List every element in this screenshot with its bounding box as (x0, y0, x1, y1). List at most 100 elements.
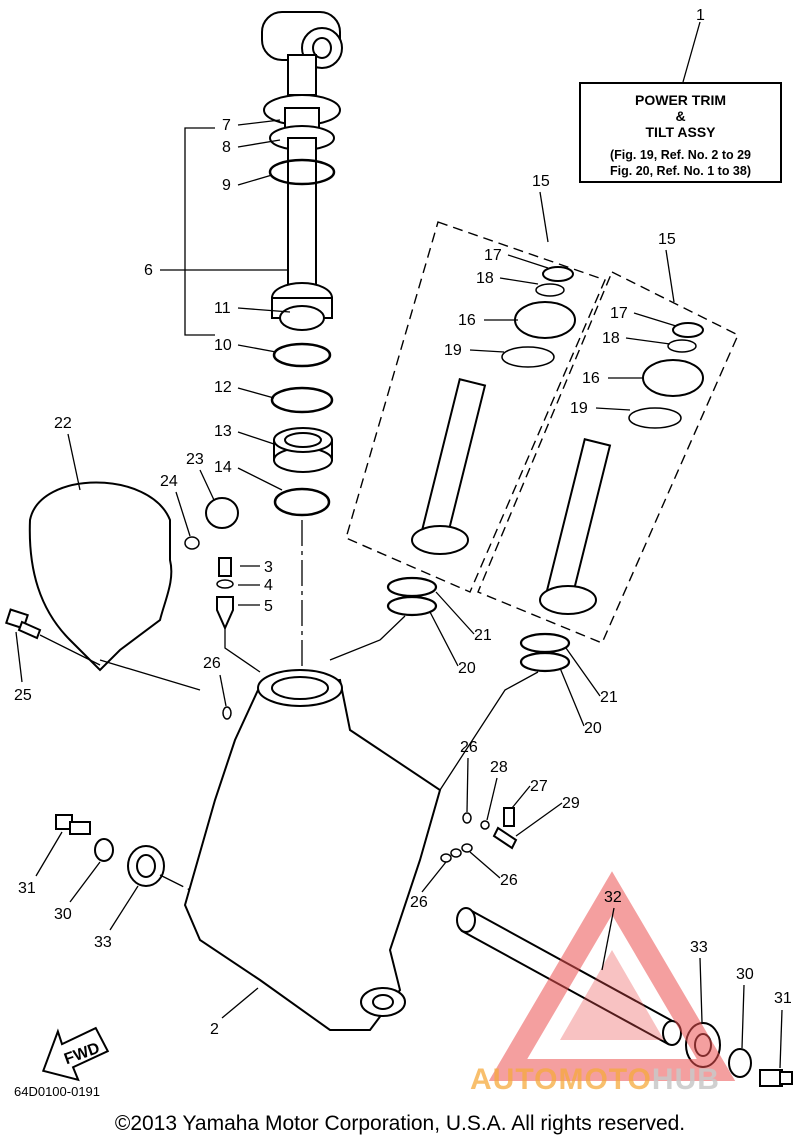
subassembly-outline-right (477, 271, 739, 644)
ball-28 (480, 820, 490, 830)
callout-2: 2 (210, 1021, 219, 1038)
callout-12: 12 (214, 379, 232, 396)
valve-5 (216, 596, 234, 631)
bolt-31-left (55, 814, 91, 835)
callout-19-right: 19 (570, 400, 588, 417)
o-ring-26b (462, 812, 472, 824)
callout-26-mid: 26 (460, 739, 478, 756)
bolt-25 (5, 608, 42, 640)
subassembly-outline-left (345, 221, 606, 593)
washer-30-right (728, 1048, 752, 1078)
leader-bolt (39, 634, 101, 666)
callout-5: 5 (264, 598, 273, 615)
callout-23: 23 (186, 451, 204, 468)
ring-20-right (519, 651, 571, 673)
callout-10: 10 (214, 337, 232, 354)
callout-28: 28 (490, 759, 508, 776)
o-ring-24 (184, 536, 200, 550)
callout-31-left: 31 (18, 880, 36, 897)
title-line-3: TILT ASSY (645, 124, 716, 140)
assembly-title-box: POWER TRIM & TILT ASSY (Fig. 19, Ref. No… (579, 82, 782, 183)
callout-1: 1 (696, 7, 705, 24)
tilt-rod-assembly (261, 11, 343, 331)
backup-ring-12 (270, 386, 334, 414)
callout-20-left: 20 (458, 660, 476, 677)
callout-7: 7 (222, 117, 231, 134)
bolt-31-right (759, 1069, 793, 1087)
watermark-logo (488, 871, 736, 1081)
callout-6: 6 (144, 262, 153, 279)
housing-2 (183, 678, 442, 1031)
callout-9: 9 (222, 177, 231, 194)
callout-30-right: 30 (736, 966, 754, 983)
callout-33-right: 33 (690, 939, 708, 956)
o-ring-10 (272, 342, 332, 368)
leader-5 (224, 628, 261, 673)
leader-20-right (439, 671, 539, 791)
callout-26-top: 26 (203, 655, 221, 672)
pump-rod-left (411, 266, 576, 555)
title-line-1: POWER TRIM (635, 92, 726, 108)
callout-33-left: 33 (94, 934, 112, 951)
callout-labels: 1 7 8 9 6 11 10 12 13 14 22 23 24 3 4 5 … (14, 7, 792, 1069)
ring-20-left (386, 595, 438, 617)
callout-27: 27 (530, 778, 548, 795)
title-line-2: & (675, 108, 686, 124)
o-ring-26d (450, 848, 462, 858)
callout-26-bottom: 26 (410, 894, 428, 911)
leader-21-left (329, 615, 406, 661)
callout-31-right: 31 (774, 990, 792, 1007)
callout-25: 25 (14, 687, 32, 704)
part-code: 64D0100-0191 (14, 1084, 101, 1099)
callout-4: 4 (264, 577, 273, 594)
o-ring-26e (461, 843, 473, 853)
callout-24: 24 (160, 473, 178, 490)
bushing-23 (205, 497, 239, 529)
copyright-notice: ©2013 Yamaha Motor Corporation, U.S.A. A… (114, 1112, 686, 1135)
callout-11: 11 (214, 300, 231, 317)
reference-line-1: (Fig. 19, Ref. No. 2 to 29 (610, 148, 751, 162)
o-ring-9 (268, 158, 336, 186)
washer-30-left (94, 838, 114, 862)
callout-19-left: 19 (444, 342, 462, 359)
callout-13: 13 (214, 423, 232, 440)
callout-15-right: 15 (658, 231, 676, 248)
o-ring-14 (273, 487, 331, 517)
callout-16-right: 16 (582, 370, 600, 387)
watermark-part-2: HUB (651, 1063, 720, 1096)
callout-22: 22 (54, 415, 72, 432)
o-ring-26c (440, 853, 452, 863)
callout-21-left: 21 (474, 627, 492, 644)
callout-21-right: 21 (600, 689, 618, 706)
callout-16-left: 16 (458, 312, 476, 329)
pump-rod-right (539, 322, 704, 615)
callout-17-right: 17 (610, 305, 628, 322)
seal-13 (273, 427, 333, 473)
callout-18-left: 18 (476, 270, 494, 287)
callout-8: 8 (222, 139, 231, 156)
watermark-part-1: AUTOMOTO (470, 1063, 652, 1096)
callout-29: 29 (562, 795, 580, 812)
callout-30-left: 30 (54, 906, 72, 923)
callout-20-right: 20 (584, 720, 602, 737)
o-ring-26a (222, 706, 232, 720)
callout-15-left: 15 (532, 173, 550, 190)
reference-line-2: Fig. 20, Ref. No. 1 to 38) (610, 164, 751, 178)
plug-29 (492, 826, 518, 850)
watermark-text: AUTOMOTOHUB (470, 1063, 720, 1097)
callout-26-right: 26 (500, 872, 518, 889)
fwd-arrow: FWD (41, 1026, 110, 1082)
callout-17-left: 17 (484, 247, 502, 264)
bracket-6 (184, 127, 215, 336)
callout-18-right: 18 (602, 330, 620, 347)
cylinder-cover-22 (28, 481, 173, 672)
centerline-shaft-left (159, 874, 191, 891)
callout-32: 32 (604, 889, 622, 906)
callout-3: 3 (264, 559, 273, 576)
callout-14: 14 (214, 459, 232, 476)
leader-cover (99, 659, 201, 691)
o-ring-4 (216, 579, 234, 589)
ring-21-right (519, 632, 571, 654)
